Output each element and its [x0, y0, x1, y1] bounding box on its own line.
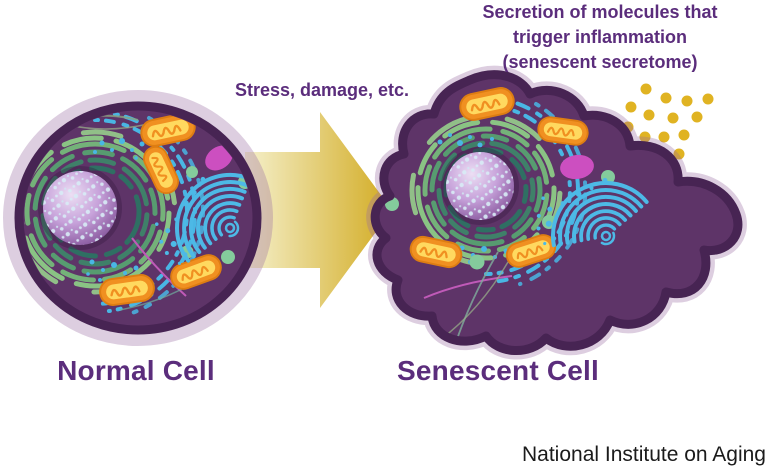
secreted-molecule-dot — [660, 92, 672, 104]
secreted-molecule-dot — [691, 111, 703, 123]
nucleolus-speckles — [43, 171, 117, 245]
nucleus — [441, 147, 519, 225]
transition-arrow — [245, 112, 392, 308]
attribution-text: National Institute on Aging — [522, 443, 766, 466]
secreted-molecule-dot — [678, 129, 690, 141]
secreted-molecule-dot — [673, 148, 685, 160]
secretome-annotation-line2: trigger inflammation — [513, 27, 687, 47]
cell-membrane — [370, 70, 743, 355]
secreted-molecule-dot — [667, 112, 679, 124]
cell-membrane — [14, 101, 262, 335]
secreted-molecule-dot — [640, 83, 652, 95]
secretome-annotation-line1: Secretion of molecules that — [482, 2, 717, 22]
senescent-cell-label: Senescent Cell — [397, 355, 599, 386]
secreted-molecule-dot — [658, 131, 670, 143]
ribosome-speckles — [86, 138, 154, 282]
senescent-cell-illustration — [366, 65, 747, 360]
normal-cell-label: Normal Cell — [57, 355, 215, 386]
secreted-molecule-dot — [639, 131, 651, 143]
lysosome — [560, 154, 594, 180]
secretome-annotation-line3: (senescent secretome) — [502, 52, 697, 72]
nucleus — [38, 166, 122, 250]
normal-cell-illustration — [3, 90, 273, 346]
lysosome — [205, 145, 233, 171]
arrow-label: Stress, damage, etc. — [235, 80, 409, 100]
secreted-molecule-dot — [643, 109, 655, 121]
secreted-molecule-dot — [702, 93, 714, 105]
secreted-molecule-dot — [625, 101, 637, 113]
nucleolus-speckles — [446, 152, 514, 220]
secreted-molecule-dot — [681, 95, 693, 107]
cell-glow — [3, 90, 273, 346]
